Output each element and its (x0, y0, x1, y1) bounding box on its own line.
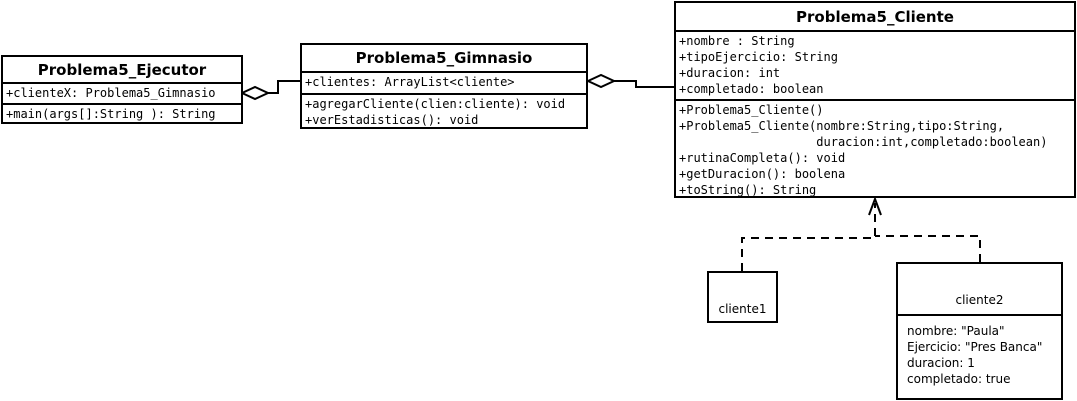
object-cliente2-attributes: nombre: "Paula" Ejercicio: "Pres Banca" … (898, 316, 1061, 387)
method-constructor-params: +Problema5_Cliente(nombre:String,tipo:St… (679, 119, 1005, 133)
object-attr-ejercicio: Ejercicio: "Pres Banca" (907, 340, 1043, 354)
method-rutinaCompleta: +rutinaCompleta(): void (679, 151, 846, 165)
attribute-completado: +completado: boolean (679, 82, 824, 96)
aggregation-line-ejecutor-gimnasio (268, 80, 300, 94)
class-ejecutor-methods: +main(args[]:String ): String (3, 103, 241, 123)
dependency-line-cliente2 (875, 235, 981, 262)
method-constructor-params-cont: duracion:int,completado:boolean) (679, 135, 1048, 149)
aggregation-diamond-gimnasio (585, 73, 617, 89)
class-ejecutor: Problema5_Ejecutor +clienteX: Problema5_… (1, 55, 243, 124)
method-constructor-default: +Problema5_Cliente() (679, 103, 824, 117)
attribute-duracion: +duracion: int (679, 66, 781, 80)
class-cliente: Problema5_Cliente +nombre : String +tipo… (674, 1, 1076, 198)
class-cliente-attributes: +nombre : String +tipoEjercicio: String … (676, 32, 1074, 99)
method-main: +main(args[]:String ): String (6, 107, 216, 121)
class-ejecutor-attributes: +clienteX: Problema5_Gimnasio (3, 84, 241, 103)
method-agregarCliente: +agregarCliente(clien:cliente): void (305, 97, 566, 111)
class-gimnasio-attributes: +clientes: ArrayList<cliente> (302, 73, 586, 93)
dependency-arrowhead (868, 196, 882, 216)
class-gimnasio-title: Problema5_Gimnasio (302, 45, 586, 73)
object-cliente2-name: cliente2 (955, 293, 1004, 307)
method-toString: +toString(): String (679, 183, 817, 197)
class-gimnasio: Problema5_Gimnasio +clientes: ArrayList<… (300, 43, 588, 129)
object-cliente2-header: cliente2 (898, 264, 1061, 316)
object-attr-nombre: nombre: "Paula" (907, 324, 1005, 338)
class-cliente-methods: +Problema5_Cliente() +Problema5_Cliente(… (676, 99, 1074, 199)
method-verEstadisticas: +verEstadisticas(): void (305, 113, 479, 127)
method-getDuracion: +getDuracion(): boolena (679, 167, 846, 181)
class-gimnasio-methods: +agregarCliente(clien:cliente): void +ve… (302, 93, 586, 129)
attribute-clienteX: +clienteX: Problema5_Gimnasio (6, 86, 216, 100)
attribute-tipoEjercicio: +tipoEjercicio: String (679, 50, 838, 64)
class-ejecutor-title: Problema5_Ejecutor (3, 57, 241, 84)
attribute-nombre: +nombre : String (679, 34, 795, 48)
aggregation-diamond-ejecutor (239, 85, 271, 101)
object-attr-completado: completado: true (907, 372, 1011, 386)
object-attr-duracion: duracion: 1 (907, 356, 975, 370)
object-cliente1: cliente1 (707, 271, 778, 323)
attribute-clientes: +clientes: ArrayList<cliente> (305, 75, 515, 89)
aggregation-line-gimnasio-cliente (614, 80, 674, 88)
class-cliente-title: Problema5_Cliente (676, 3, 1074, 32)
object-cliente2: cliente2 nombre: "Paula" Ejercicio: "Pre… (896, 262, 1063, 400)
object-cliente1-name: cliente1 (718, 302, 767, 316)
dependency-line-cliente1 (741, 203, 876, 271)
